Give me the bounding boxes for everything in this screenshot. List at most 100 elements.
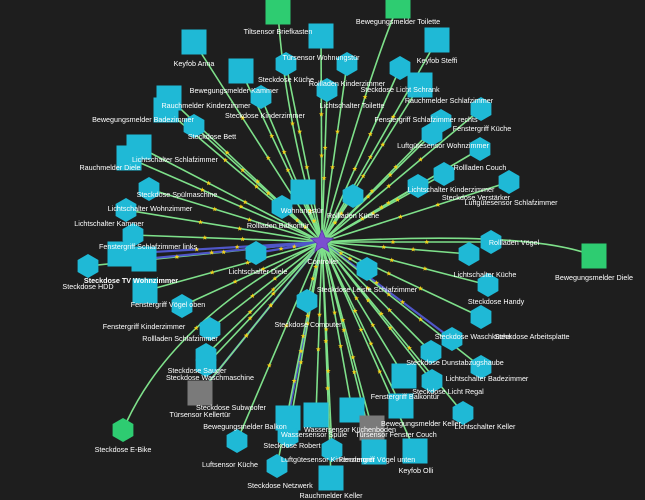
node-tuersensor-fenster-couch[interactable] (359, 415, 385, 441)
node-fenstergriff-voegel-oben[interactable] (132, 278, 158, 304)
node-label-steckdose-tv-wohnzimmer: Steckdose TV Wohnzimmer (84, 276, 178, 285)
node-label-rollladen-couch: Rollladen Couch (454, 163, 507, 172)
node-steckdose-licht-regal[interactable] (421, 369, 443, 393)
node-steckdose-spuelmaschine[interactable] (138, 177, 160, 201)
node-keyfob-steffi[interactable] (424, 27, 450, 53)
node-steckdose-e-bike[interactable] (112, 418, 134, 442)
node-rauchmelder-schlafzimmer[interactable] (407, 72, 433, 98)
link-arrow-bewegungsmelder-balkon-1 (298, 348, 304, 354)
link-arrow-rauchmelder-schlafzimmer-0 (360, 173, 366, 179)
link-arrow-lichtschalter-keller-1 (406, 345, 412, 351)
node-fenstergriff-balkontuer[interactable] (391, 363, 417, 389)
coordinator-star-icon[interactable] (309, 228, 335, 253)
node-tiltsensor-briefkasten[interactable] (265, 0, 291, 25)
node-keyfob-anna[interactable] (181, 29, 207, 55)
node-steckdose-kueche[interactable] (275, 52, 297, 76)
node-lichtschalter-toilette[interactable] (316, 78, 338, 102)
node-lichtschalter-keller[interactable] (452, 401, 474, 425)
node-bewegungsmelder-kammer[interactable] (228, 58, 254, 84)
link-arrow-steckdose-sauger-1 (247, 309, 253, 315)
link-steckdose-handy (321, 241, 489, 286)
link-rollladen-schlafzimmer (209, 241, 323, 330)
link-arrow-steckdose-waschmaschine-1 (247, 315, 253, 321)
link-arrow-steckdose-bett-0 (265, 190, 271, 196)
node-rollladen-kinderzimmer[interactable] (336, 52, 358, 76)
node-keyfob-olli[interactable] (402, 438, 428, 464)
link-arrow-bewegungsmelder-kammer-0 (285, 167, 291, 173)
node-luftguetesensor-schlafzimmer[interactable] (498, 170, 520, 194)
node-luftguetesensor-kinderzimmer[interactable] (321, 438, 343, 462)
node-label-rollladen-balkontuer: Rollladen Balkontür (247, 221, 310, 230)
link-lichtschalter-diele (255, 240, 323, 255)
node-rollladen-couch[interactable] (469, 137, 491, 161)
link-arrow-steckdose-kueche-1 (297, 129, 303, 134)
node-label-bewegungsmelder-balkon: Bewegungsmelder Balkon (203, 422, 287, 431)
node-wassersensor-spuele[interactable] (303, 402, 329, 428)
node-steckdose-hdd[interactable] (77, 254, 99, 278)
link-fenstergriff-balkontuer (321, 241, 405, 377)
node-bewegungsmelder-toilette[interactable] (385, 0, 411, 19)
node-lichtschalter-diele[interactable] (245, 241, 267, 265)
node-label-steckdose-kinderzimmer: Steckdose Kinderzimmer (225, 111, 305, 120)
node-fenstergriff-kinderzimmer[interactable] (171, 294, 193, 318)
node-bewegungsmelder-diele[interactable] (581, 243, 607, 269)
node-label-rauchmelder-diele: Rauchmelder Diele (79, 163, 140, 172)
node-steckdose-kinderzimmer[interactable] (250, 85, 272, 109)
node-steckdose-licht-schrank[interactable] (389, 56, 411, 80)
link-luftguetesensor-wohnzimmer (321, 133, 433, 243)
node-lichtschalter-kinderzimmer[interactable] (433, 162, 455, 186)
node-steckdose-robert[interactable] (277, 424, 299, 448)
node-bewegungsmelder-badezimmer[interactable] (153, 97, 179, 123)
node-fenstergriff-voegel-unten[interactable] (361, 439, 387, 465)
node-steckdose-bett[interactable] (183, 114, 205, 138)
node-label-fenstergriff-voegel-unten: Fenstergriff Vögel unten (339, 455, 416, 464)
node-rauchmelder-diele[interactable] (116, 145, 142, 171)
node-steckdose-waschmaschine[interactable] (195, 353, 217, 377)
link-arrow-rauchmelder-diele-1 (199, 187, 205, 192)
link-arrow-wassersensor-spuele-0 (317, 312, 322, 317)
node-rollladen-balkontuer[interactable] (271, 195, 293, 219)
node-label-steckdose-bett: Steckdose Bett (188, 132, 236, 141)
link-lichtschalter-toilette (321, 89, 328, 243)
link-arrow-lichtschalter-kammer-0 (240, 236, 246, 242)
node-lichtschalter-kammer[interactable] (122, 223, 144, 247)
node-bewegungsmelder-keller[interactable] (388, 393, 414, 419)
node-rollladen-kueche[interactable] (342, 184, 364, 208)
node-steckdose-handy[interactable] (477, 273, 499, 297)
node-steckdose-netzwerk[interactable] (266, 454, 288, 478)
node-label-tuersensor-kellertuer: Türsensor Kellertür (169, 410, 231, 419)
node-label-wassersensor-kuechenboden: Wassersensor Küchenboden (304, 425, 396, 434)
node-steckdose-leiste-schlafzimmer[interactable] (356, 257, 378, 281)
node-luftsensor-kueche[interactable] (226, 429, 248, 453)
node-rollladen-schlafzimmer[interactable] (199, 317, 221, 341)
node-fenstergriff-schlafzimmer-links[interactable] (107, 241, 133, 267)
link-arrow-wohnungstuer-1 (307, 208, 313, 214)
node-luftguetesensor-wohnzimmer[interactable] (421, 122, 443, 146)
link-arrow-tuersensor-fenster-couch-0 (340, 317, 346, 323)
node-steckdose-arbeitsplatte[interactable] (470, 305, 492, 329)
node-fenstergriff-kueche[interactable] (470, 97, 492, 121)
node-wohnungstuer[interactable] (290, 179, 316, 205)
node-tuersensor-wohnungstuer[interactable] (308, 23, 334, 49)
node-steckdose-verstaerker[interactable] (407, 174, 429, 198)
node-rollladen-voegel[interactable] (480, 230, 502, 254)
link-arrow-rollladen-voegel-0 (390, 239, 396, 245)
node-steckdose-tv-wohnzimmer[interactable] (131, 246, 157, 272)
link-arrow-steckdose-computer-1 (310, 276, 316, 281)
node-label-rauchmelder-kinderzimmer: Rauchmelder Kinderzimmer (161, 101, 251, 110)
node-rauchmelder-keller[interactable] (318, 465, 344, 491)
node-tuersensor-kellertuer[interactable] (187, 380, 213, 406)
node-lichtschalter-badezimmer[interactable] (470, 355, 492, 379)
node-label-lichtschalter-kammer: Lichtschalter Kammer (74, 219, 144, 228)
node-lichtschalter-wohnzimmer[interactable] (115, 198, 137, 222)
node-steckdose-dunstabzugshaube[interactable] (420, 340, 442, 364)
link-arrow-bewegungsmelder-keller-0 (352, 308, 358, 313)
link-wassersensor-spuele (315, 241, 323, 416)
link-arrow-lichtschalter-kueche-0 (381, 244, 387, 250)
link-rauchmelder-schlafzimmer (321, 84, 421, 243)
node-label-lichtschalter-diele: Lichtschalter Diele (229, 267, 288, 276)
node-steckdose-computer[interactable] (296, 289, 318, 313)
node-steckdose-waschkueche[interactable] (441, 327, 463, 351)
link-arrow-steckdose-bett-1 (240, 167, 246, 173)
node-lichtschalter-kueche[interactable] (458, 242, 480, 266)
